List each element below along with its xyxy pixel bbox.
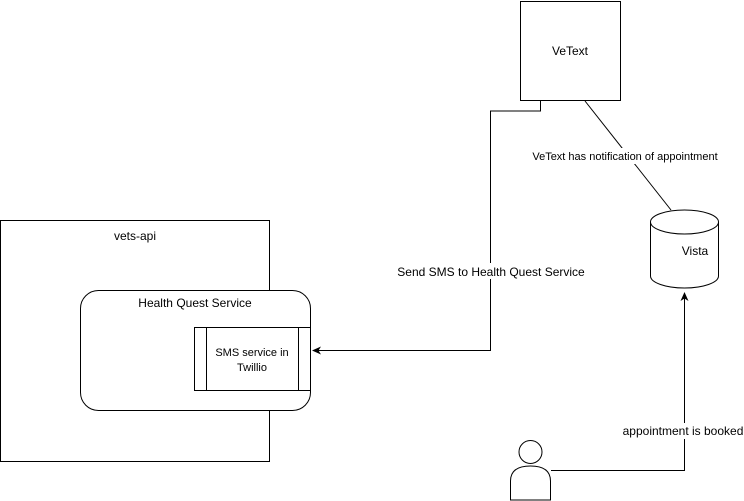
sms-service-box[interactable]: SMS service in Twillio xyxy=(194,327,311,391)
sms-service-label-line2: Twillio xyxy=(237,362,267,374)
health-quest-service-label: Health Quest Service xyxy=(138,296,252,310)
vista-label: Vista xyxy=(682,244,709,258)
vista-database[interactable]: Vista xyxy=(650,209,719,289)
edge-user-to-vista-label: appointment is booked xyxy=(623,424,744,438)
vetext-box[interactable]: VeText xyxy=(520,1,621,101)
edge-vetext-to-vista: VeText has notification of appointment xyxy=(530,100,720,211)
edge-user-to-vista: appointment is booked xyxy=(551,292,744,471)
vetext-label: VeText xyxy=(552,44,589,58)
edge-vetext-to-vista-label: VeText has notification of appointment xyxy=(532,151,717,163)
sms-service-label-line1: SMS service in xyxy=(215,347,288,359)
vets-api-label: vets-api xyxy=(114,229,156,243)
user-icon[interactable] xyxy=(510,440,551,501)
edge-vetext-to-sms-label: Send SMS to Health Quest Service xyxy=(397,265,585,279)
edge-vetext-to-sms: Send SMS to Health Quest Service xyxy=(312,101,587,355)
